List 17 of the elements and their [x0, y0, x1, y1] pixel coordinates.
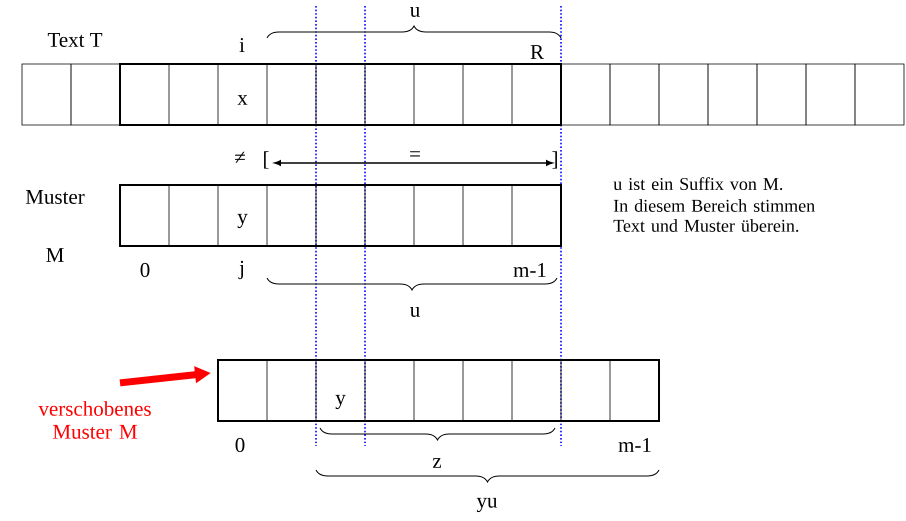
text-window: x — [119, 63, 562, 126]
brace-label: yu — [476, 498, 498, 512]
brace-label: u — [410, 7, 420, 17]
pattern-array: y — [119, 184, 562, 247]
brace-label: u — [410, 307, 420, 317]
not-equal-sign: ≠ — [235, 152, 245, 163]
note-text: In diesem Bereich stimmen Text und Muster überein. — [614, 199, 815, 232]
bracket: ] — [552, 151, 557, 169]
bracket: [ — [264, 151, 269, 169]
brace-label: z — [432, 458, 442, 468]
row-title: Text T — [48, 33, 102, 47]
row-title: M — [46, 248, 64, 262]
row-title: Muster — [26, 190, 85, 204]
equal-sign: = — [410, 151, 420, 156]
caption-text: verschobenes Muster M — [38, 401, 151, 439]
shifted-pattern-array: y — [217, 358, 660, 422]
note-text: u ist ein Suffix von M. — [613, 177, 782, 190]
